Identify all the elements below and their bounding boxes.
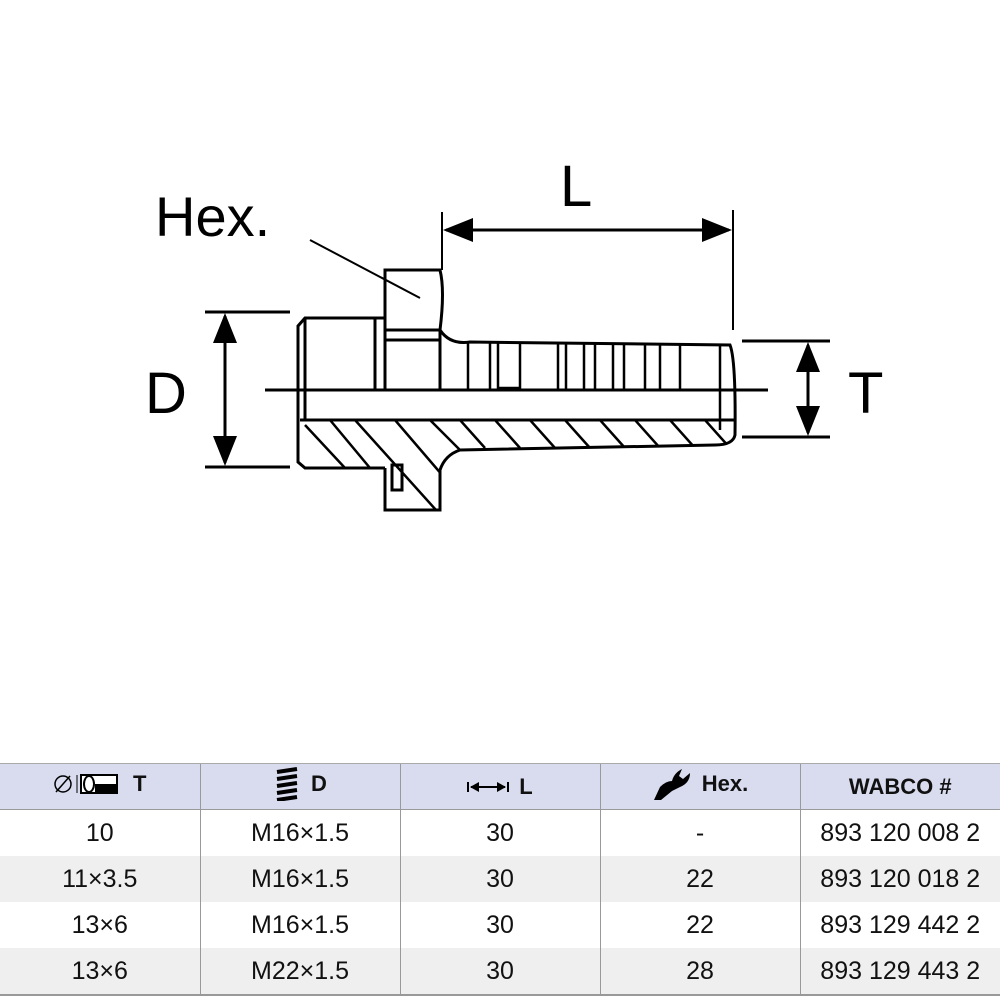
wrench-icon xyxy=(653,768,690,800)
hex-label: Hex. xyxy=(155,185,270,248)
header-tube: T xyxy=(0,763,200,810)
hex-body xyxy=(383,268,444,332)
header-wabco: WABCO # xyxy=(799,763,1000,810)
table-header-row: T D L Hex. WABCO # xyxy=(0,763,1000,810)
tube-label: T xyxy=(848,361,883,426)
header-hex: Hex. xyxy=(599,763,800,810)
thread-icon xyxy=(276,766,298,801)
diameter-label: D xyxy=(145,361,187,426)
header-thread: D xyxy=(199,763,400,810)
length-arrow-icon xyxy=(467,781,510,792)
length-label: L xyxy=(560,154,592,219)
hose-barb xyxy=(438,329,737,452)
fitting-drawing: Hex. L D T xyxy=(145,154,883,512)
thread-nipple xyxy=(296,316,385,470)
tube-diameter-icon xyxy=(54,774,119,794)
header-length: L xyxy=(399,763,600,810)
